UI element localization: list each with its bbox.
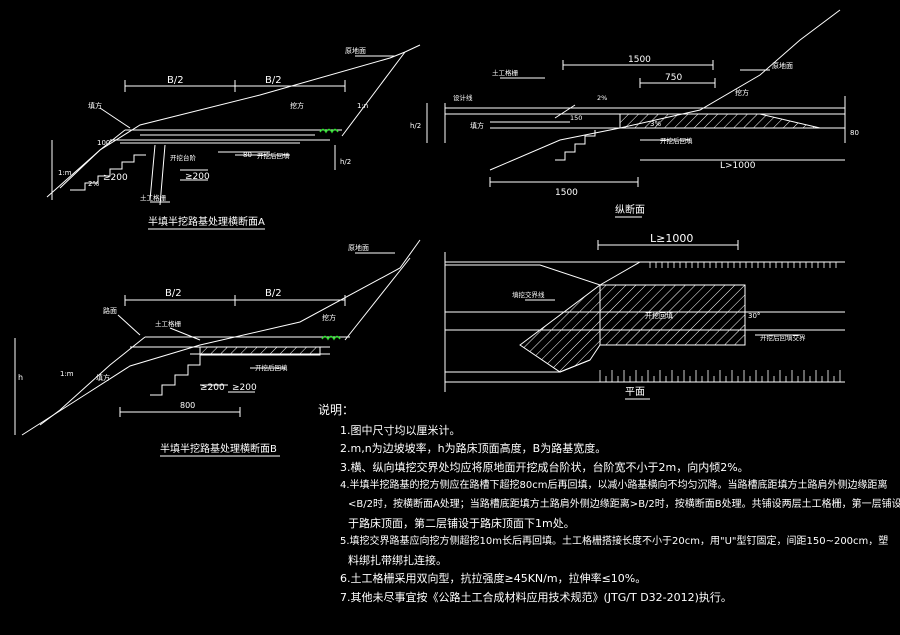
section-b-dim-h: h xyxy=(18,373,23,382)
section-a-step-note: 开挖后回填 xyxy=(257,151,290,160)
section-b-ge200-b: ≥200 xyxy=(200,383,225,393)
longitudinal-geogrid: 土工格栅 xyxy=(492,68,519,77)
section-a-dim-100: 100 xyxy=(97,139,110,147)
longitudinal-dim-L: L>1000 xyxy=(720,161,756,171)
longitudinal-dim-1500-bottom: 1500 xyxy=(555,188,578,198)
section-a-geogrid: 土工格栅 xyxy=(140,193,167,202)
note-1: 1.图中尺寸均以厘米计。 xyxy=(340,423,461,437)
section-a-dim-80: 80 xyxy=(243,151,252,159)
section-b-geogrid: 土工格栅 xyxy=(155,319,182,328)
plan-fill-cut-label: 填挖交界线 xyxy=(512,290,545,299)
section-a-excavate-step: 开挖台阶 xyxy=(170,153,197,162)
plan-view xyxy=(444,240,845,392)
longitudinal-ground-line xyxy=(489,9,841,171)
section-b-title: 半填半挖路基处理横断面B xyxy=(160,442,277,455)
longitudinal-design-line: 设计线 xyxy=(453,93,473,102)
section-b-half-left: B/2 xyxy=(165,288,182,299)
longitudinal-title: 纵断面 xyxy=(615,203,645,216)
section-a-slope-label: 1:n xyxy=(357,102,368,110)
note-4: 4.半填半挖路基的挖方侧应在路槽下超挖80cm后再回填，以减小路基横向不均匀沉降… xyxy=(340,480,888,492)
section-a-pct: 2% xyxy=(88,180,99,188)
longitudinal-step-note: 开挖后回填 xyxy=(660,136,693,145)
plan-ticks xyxy=(599,262,841,382)
section-a-cut-label: 挖方 xyxy=(290,101,304,110)
note-6: 6.土工格栅采用双向型，抗拉强度≥45KN/m，拉伸率≤10%。 xyxy=(340,572,647,586)
longitudinal-cut-label: 挖方 xyxy=(735,88,749,97)
section-a-fill-slope xyxy=(59,129,126,189)
section-a-dim-h2: h/2 xyxy=(340,158,351,166)
longitudinal-ground-label: 原地面 xyxy=(772,61,793,70)
note-2: 2.m,n为边坡坡率，h为路床顶面高度，B为路基宽度。 xyxy=(340,442,607,456)
longitudinal-pct: 3% xyxy=(650,120,661,128)
section-a-ge200-a: ≥200 xyxy=(185,172,210,182)
section-b-ground-line xyxy=(21,239,421,436)
section-a-cut-slope xyxy=(341,51,406,137)
section-a-grass xyxy=(319,128,339,134)
longitudinal-dim-750: 750 xyxy=(665,73,682,83)
section-b-ge200-a: ≥200 xyxy=(232,383,257,393)
section-a-half-right: B/2 xyxy=(265,75,282,86)
section-b-fill-label: 填方 xyxy=(96,373,110,382)
section-a-ge200-b: ≥200 xyxy=(103,173,128,183)
longitudinal-hatch xyxy=(619,113,821,129)
longitudinal-dim-150: 150 xyxy=(570,114,582,122)
note-7: 7.其他未尽事宜按《公路土工合成材料应用技术规范》(JTG/T D32-2012… xyxy=(340,590,732,604)
section-b-cut-label: 挖方 xyxy=(322,313,336,322)
section-a-fill-label: 填方 xyxy=(88,101,102,110)
section-b xyxy=(14,239,421,436)
note-4c: 于路床顶面，第二层铺设于路床顶面下1m处。 xyxy=(348,516,575,530)
longitudinal-dim-80: 80 xyxy=(850,129,859,137)
longitudinal-section xyxy=(426,9,846,187)
note-3: 3.横、纵向填挖交界处均应将原地面开挖成台阶状，台阶宽不小于2m，向内倾2%。 xyxy=(340,460,749,474)
section-b-ground-label: 原地面 xyxy=(348,243,369,252)
longitudinal-fill-label: 填方 xyxy=(470,121,484,130)
note-4b: <B/2时，按横断面A处理；当路槽底距填方土路肩外侧边缘距离>B/2时，按横断面… xyxy=(348,498,900,510)
plan-dim-L: L≥1000 xyxy=(650,232,693,245)
notes-block: 说明： 1.图中尺寸均以厘米计。 2.m,n为边坡坡率，h为路床顶面高度，B为路… xyxy=(318,401,900,608)
section-a xyxy=(46,44,421,206)
longitudinal-steps xyxy=(555,130,596,161)
plan-step-line-label: 开挖后回填交界 xyxy=(760,333,806,342)
note-5: 5.填挖交界路基应向挖方侧超挖10m长后再回填。土工格栅搭接长度不小于20cm，… xyxy=(340,536,889,548)
plan-title: 平面 xyxy=(625,387,645,398)
section-a-steps xyxy=(70,154,146,191)
section-a-slope-m: 1:m xyxy=(58,169,72,177)
longitudinal-small-note: 2% xyxy=(597,94,607,102)
section-b-grass xyxy=(321,335,341,341)
section-a-title: 半填半挖路基处理横断面A xyxy=(148,215,265,228)
note-5b: 料绑扎带绑扎连接。 xyxy=(348,553,447,567)
plan-dim-30: 30° xyxy=(748,312,760,320)
section-a-half-left: B/2 xyxy=(167,75,184,86)
section-b-step-note: 开挖后回填 xyxy=(255,363,288,372)
plan-hatch-region xyxy=(519,284,746,373)
longitudinal-dim-1500-top: 1500 xyxy=(628,55,651,65)
section-b-steps xyxy=(150,355,201,396)
section-b-dim-800: 800 xyxy=(180,401,195,410)
plan-fill-cut-line xyxy=(445,261,641,286)
section-b-slope-m: 1:m xyxy=(60,370,74,378)
longitudinal-dim-h2: h/2 xyxy=(410,122,421,130)
section-b-surface-label: 路面 xyxy=(103,306,117,315)
section-a-ground-label: 原地面 xyxy=(345,46,366,55)
notes-heading: 说明： xyxy=(318,403,355,417)
section-b-half-right: B/2 xyxy=(265,288,282,299)
plan-excavate-label: 开挖回填 xyxy=(645,311,673,320)
